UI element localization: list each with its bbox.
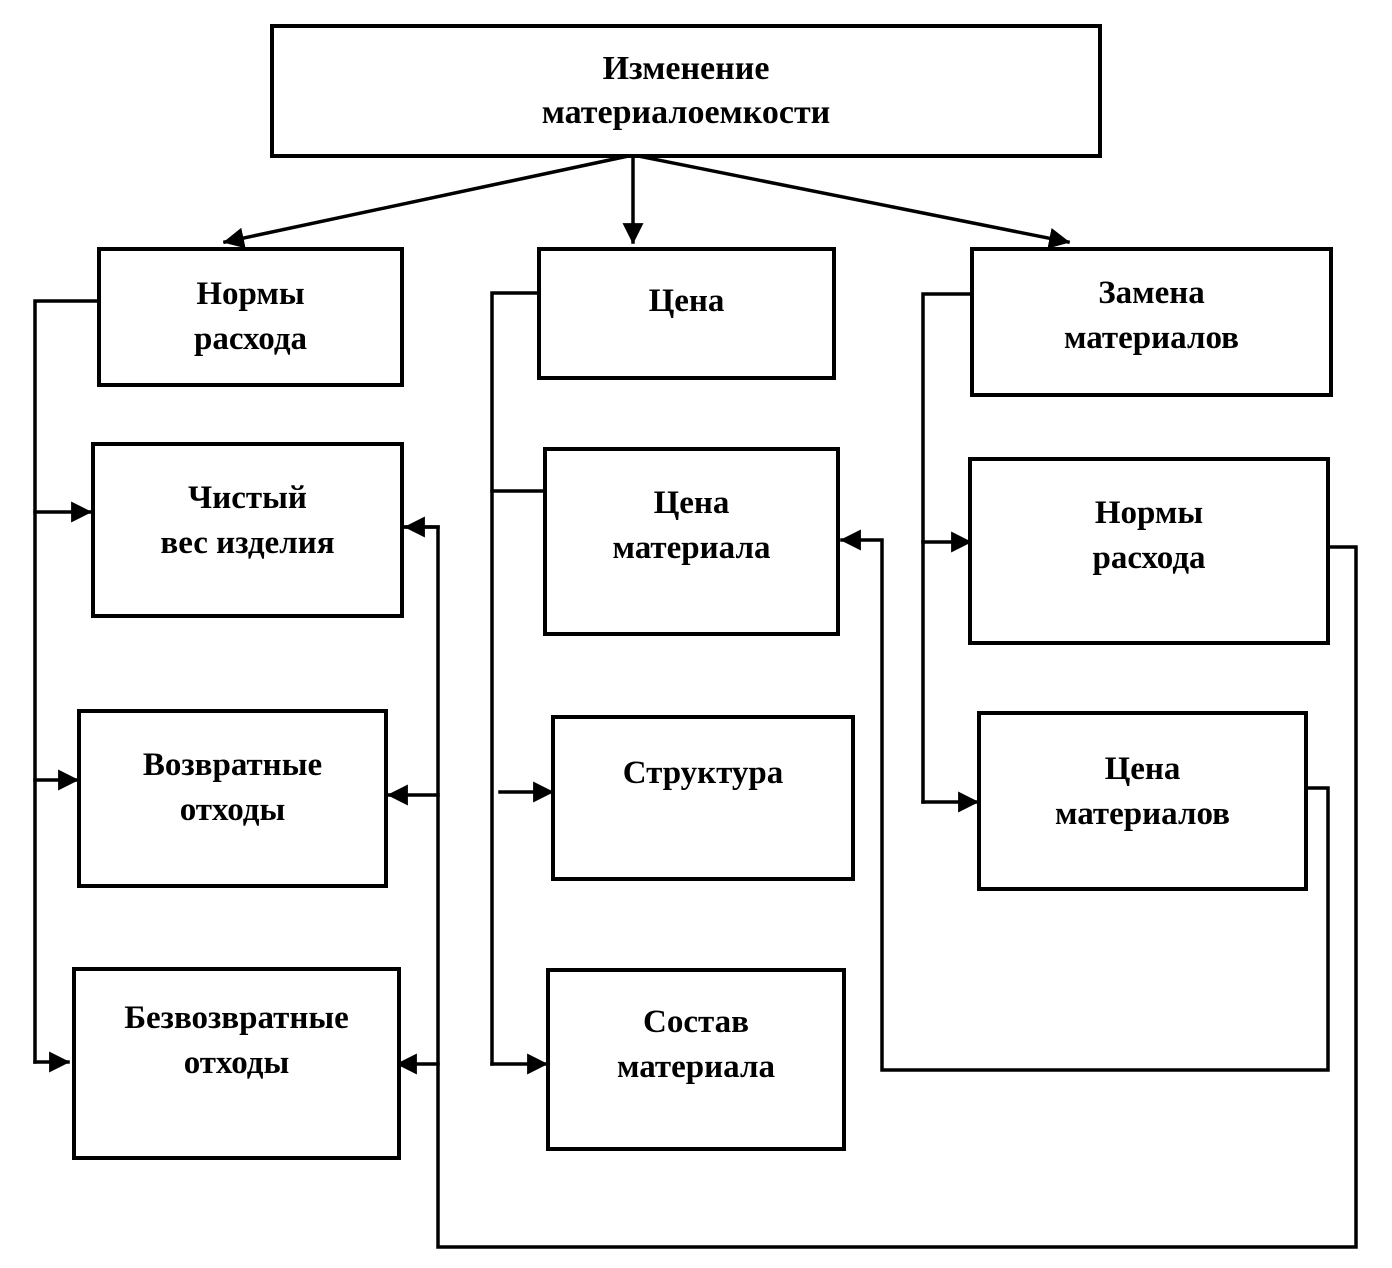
arrow-title-to-norms: [222, 152, 636, 249]
connector-right-bus: [921, 292, 975, 804]
node-material-price: Цена материала: [543, 447, 840, 636]
root-node-label: Изменение материалоемкости: [541, 50, 831, 131]
node-return-waste: Возвратные отходы: [77, 709, 388, 888]
node-right-consumption-norms: Нормы расхода: [968, 457, 1330, 645]
node-return-waste-label: Возвратные отходы: [142, 747, 323, 828]
root-node-material-intensity: Изменение материалоемкости: [270, 24, 1102, 158]
node-materials-price: Цена материалов: [977, 711, 1308, 891]
node-consumption-norms-label: Нормы расхода: [193, 276, 308, 357]
connector-left-bus: [33, 299, 101, 1064]
node-material-composition: Состав материала: [546, 968, 846, 1151]
node-price: Цена: [537, 247, 836, 380]
node-nonreturn-waste: Безвозвратные отходы: [72, 967, 401, 1160]
node-material-substitution-label: Замена материалов: [1064, 275, 1239, 356]
node-material-composition-label: Состав материала: [617, 1004, 775, 1085]
node-structure: Структура: [551, 715, 855, 881]
node-price-label: Цена: [648, 283, 725, 319]
node-material-price-label: Цена материала: [612, 485, 771, 566]
node-right-consumption-norms-label: Нормы расхода: [1092, 495, 1206, 576]
node-structure-label: Структура: [622, 755, 784, 791]
node-consumption-norms: Нормы расхода: [97, 247, 404, 387]
node-net-weight: Чистый вес изделия: [91, 442, 404, 618]
node-material-substitution: Замена материалов: [970, 247, 1333, 397]
node-materials-price-label: Цена материалов: [1055, 751, 1230, 832]
node-nonreturn-waste-label: Безвозвратные отходы: [124, 1000, 349, 1081]
connector-middle-bus: [490, 291, 542, 1066]
node-net-weight-label: Чистый вес изделия: [160, 480, 335, 561]
feedback-price-loop: [839, 529, 1330, 1072]
arrow-title-to-substitution: [630, 152, 1071, 249]
